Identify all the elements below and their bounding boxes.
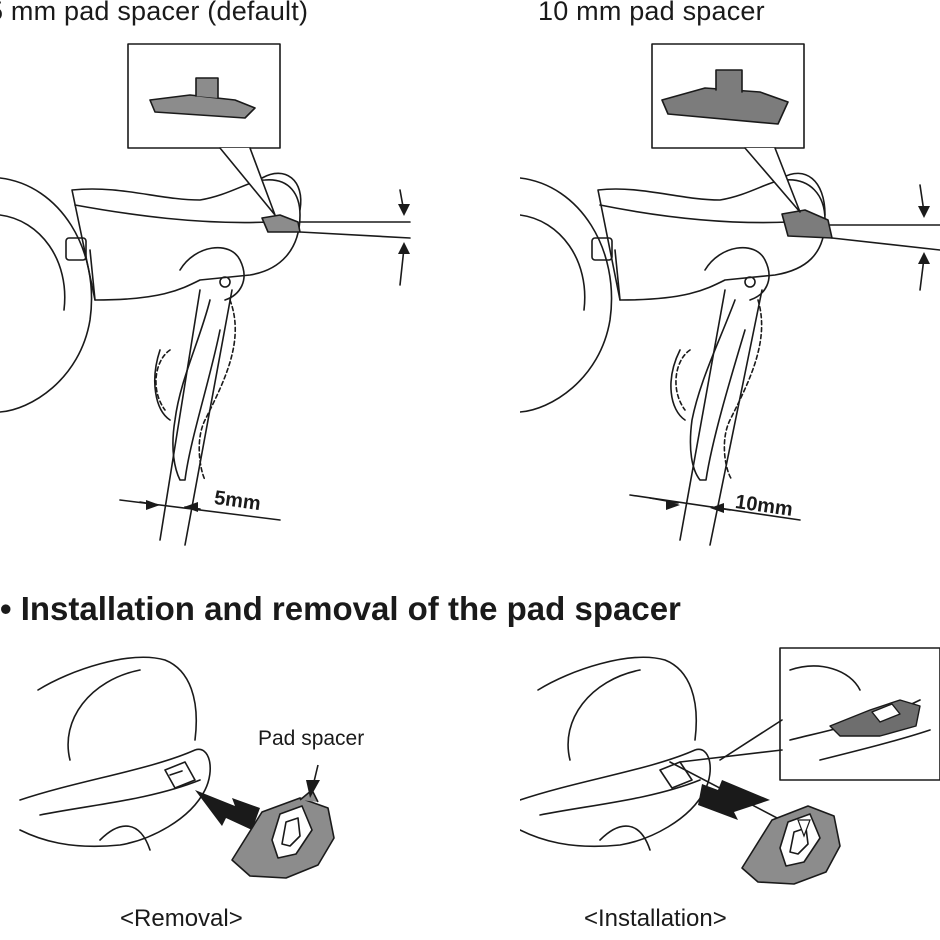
brake-lever-blade bbox=[172, 299, 221, 481]
caption-10mm-pad-spacer: 10 mm pad spacer bbox=[538, 0, 765, 26]
pad-spacer-callout-label: Pad spacer bbox=[258, 727, 365, 750]
diagram-removal bbox=[19, 656, 335, 879]
lever-hood-outline bbox=[537, 656, 697, 741]
pivot-housing bbox=[179, 246, 245, 301]
spacer-slot bbox=[659, 761, 693, 789]
pad-spacer-installed bbox=[261, 214, 301, 233]
removal-caption: <Removal> bbox=[120, 905, 243, 932]
lever-body bbox=[597, 179, 826, 301]
pivot-housing bbox=[704, 246, 770, 301]
lever-body bbox=[71, 179, 301, 301]
removal-arrow bbox=[195, 790, 260, 830]
pivot-bolt bbox=[219, 276, 231, 288]
spacer-slot bbox=[164, 761, 196, 789]
lever-body bbox=[19, 748, 211, 848]
pad-spacer-callout bbox=[829, 699, 921, 737]
caption-5mm-pad-spacer: 5 mm pad spacer (default) bbox=[0, 0, 309, 26]
bar-clamp bbox=[591, 237, 613, 261]
diagram-installation bbox=[520, 647, 940, 885]
lever-hood-outline bbox=[37, 656, 197, 741]
diagram-5mm-lever bbox=[0, 43, 411, 546]
installation-caption: <Installation> bbox=[584, 905, 727, 932]
installation-arrow bbox=[698, 780, 770, 820]
handlebar-curve bbox=[520, 177, 613, 413]
section-heading: • Installation and removal of the pad sp… bbox=[0, 590, 681, 627]
diagram-10mm-lever bbox=[520, 43, 940, 546]
pad-spacer-installed bbox=[781, 209, 833, 239]
bar-clamp bbox=[65, 237, 87, 261]
pivot-bolt bbox=[744, 276, 756, 288]
pad-spacer-callout bbox=[149, 94, 256, 119]
pad-spacer-callout bbox=[661, 87, 789, 125]
handlebar-curve bbox=[0, 177, 93, 413]
